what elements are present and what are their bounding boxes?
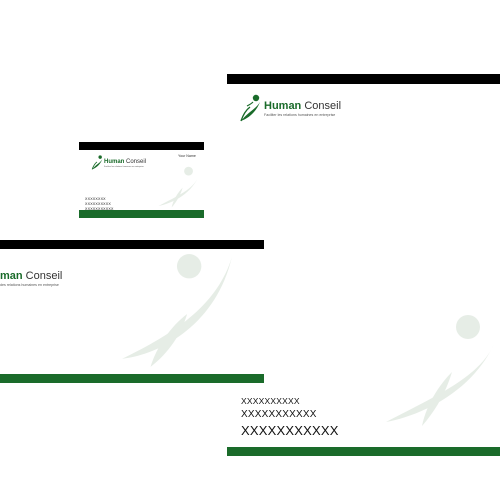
business-card-tagline: Faciliter les relations humaines en entr… <box>104 166 144 168</box>
leaf-figure-watermark-icon <box>386 315 494 426</box>
business-card-brand-name: Human Conseil <box>104 159 147 165</box>
envelope-watermark <box>118 253 240 373</box>
leaf-figure-watermark-icon <box>122 254 232 367</box>
envelope-top-bar <box>0 240 264 249</box>
letterhead-address-line-1: XXXXXXXXXX <box>241 396 300 406</box>
letterhead-tagline: Faciliter les relations humaines en entr… <box>264 113 336 117</box>
leaf-figure-watermark-icon <box>158 166 199 208</box>
letterhead-address-line-2: XXXXXXXXXXX <box>241 409 317 420</box>
letterhead-brand-name: Human Conseil <box>264 100 342 112</box>
business-card-bottom-bar <box>79 210 204 218</box>
business-card: Human Conseil Faciliter les relations hu… <box>79 142 204 219</box>
envelope-tagline: des relations humaines en entreprise <box>0 283 59 287</box>
leaf-figure-logo-icon <box>91 155 103 170</box>
business-card-logo <box>91 155 104 171</box>
business-card-top-bar <box>79 142 204 150</box>
letterhead: Human Conseil Faciliter les relations hu… <box>227 74 500 457</box>
envelope-bottom-bar <box>0 374 264 383</box>
letterhead-address-line-3: XXXXXXXXXXX <box>241 423 339 438</box>
letterhead-top-bar <box>227 74 500 84</box>
business-card-your-name: Your Name <box>178 154 196 158</box>
letterhead-logo <box>239 94 263 124</box>
business-card-contact-line-2: XXXXXXXXXX <box>85 202 111 206</box>
business-card-contact-line-1: XXXXXXXX <box>85 197 106 201</box>
business-card-contact-line-3: XXXXXXXXXXX <box>85 207 114 211</box>
letterhead-bottom-bar <box>227 447 500 456</box>
business-card-watermark <box>157 166 201 210</box>
envelope-brand-name: man Conseil <box>0 270 63 282</box>
leaf-figure-logo-icon <box>240 94 260 122</box>
envelope: man Conseil des relations humaines en en… <box>0 240 264 383</box>
letterhead-watermark <box>382 314 500 432</box>
